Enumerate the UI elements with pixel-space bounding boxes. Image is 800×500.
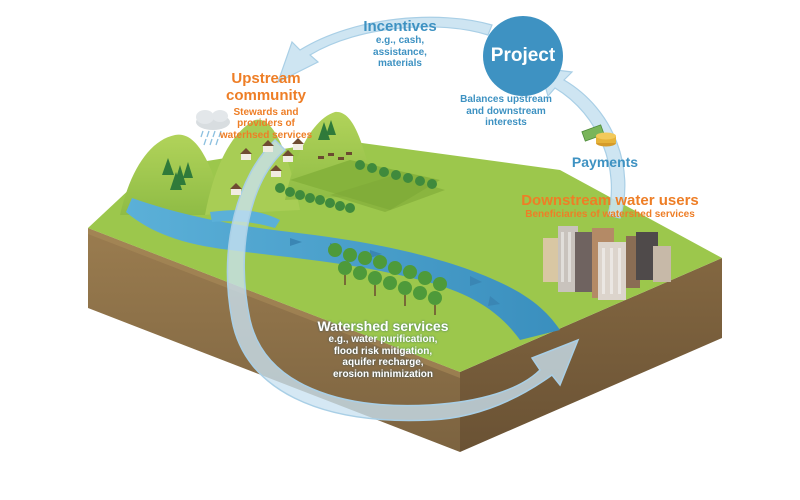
soil-block xyxy=(88,228,722,452)
city-buildings-icon xyxy=(543,226,671,300)
services-box: Watershed services e.g., water purificat… xyxy=(316,318,450,380)
services-title: Watershed services xyxy=(317,318,449,334)
payments-title: Payments xyxy=(571,154,639,170)
tree-icon xyxy=(162,120,336,190)
field-tree-row xyxy=(275,160,437,213)
incentives-subtitle: e.g., cash, assistance, materials xyxy=(373,35,427,70)
downstream-subtitle: Beneficiaries of watershed services xyxy=(525,209,695,221)
upstream-title: Upstream community xyxy=(225,70,306,105)
project-label: Project xyxy=(490,45,556,66)
downstream-box: Downstream water users Beneficiaries of … xyxy=(520,192,700,221)
house-icon xyxy=(230,138,304,195)
incentives-title: Incentives xyxy=(363,18,437,35)
rain-cloud-icon xyxy=(196,110,230,146)
riparian-forest xyxy=(328,243,447,315)
watershed-services-arrow xyxy=(226,138,580,422)
upstream-subtitle: Stewards and providers of waterhsed serv… xyxy=(219,106,313,141)
services-item: erosion minimization xyxy=(332,368,433,380)
project-circle xyxy=(483,16,563,96)
money-stack-icon xyxy=(581,124,616,147)
balances-text: Balances upstream and downstream interes… xyxy=(460,94,552,128)
incentives-arrow xyxy=(276,16,493,84)
upstream-box: Upstream community Stewards and provider… xyxy=(196,70,336,141)
services-item: flood risk mitigation, xyxy=(333,345,433,357)
services-item: aquifer recharge, xyxy=(342,357,424,369)
services-item: e.g., water purification, xyxy=(328,334,438,346)
incentives-box: Incentives e.g., cash, assistance, mater… xyxy=(350,18,450,70)
downstream-title: Downstream water users xyxy=(521,192,699,209)
cattle-icon xyxy=(318,152,352,160)
